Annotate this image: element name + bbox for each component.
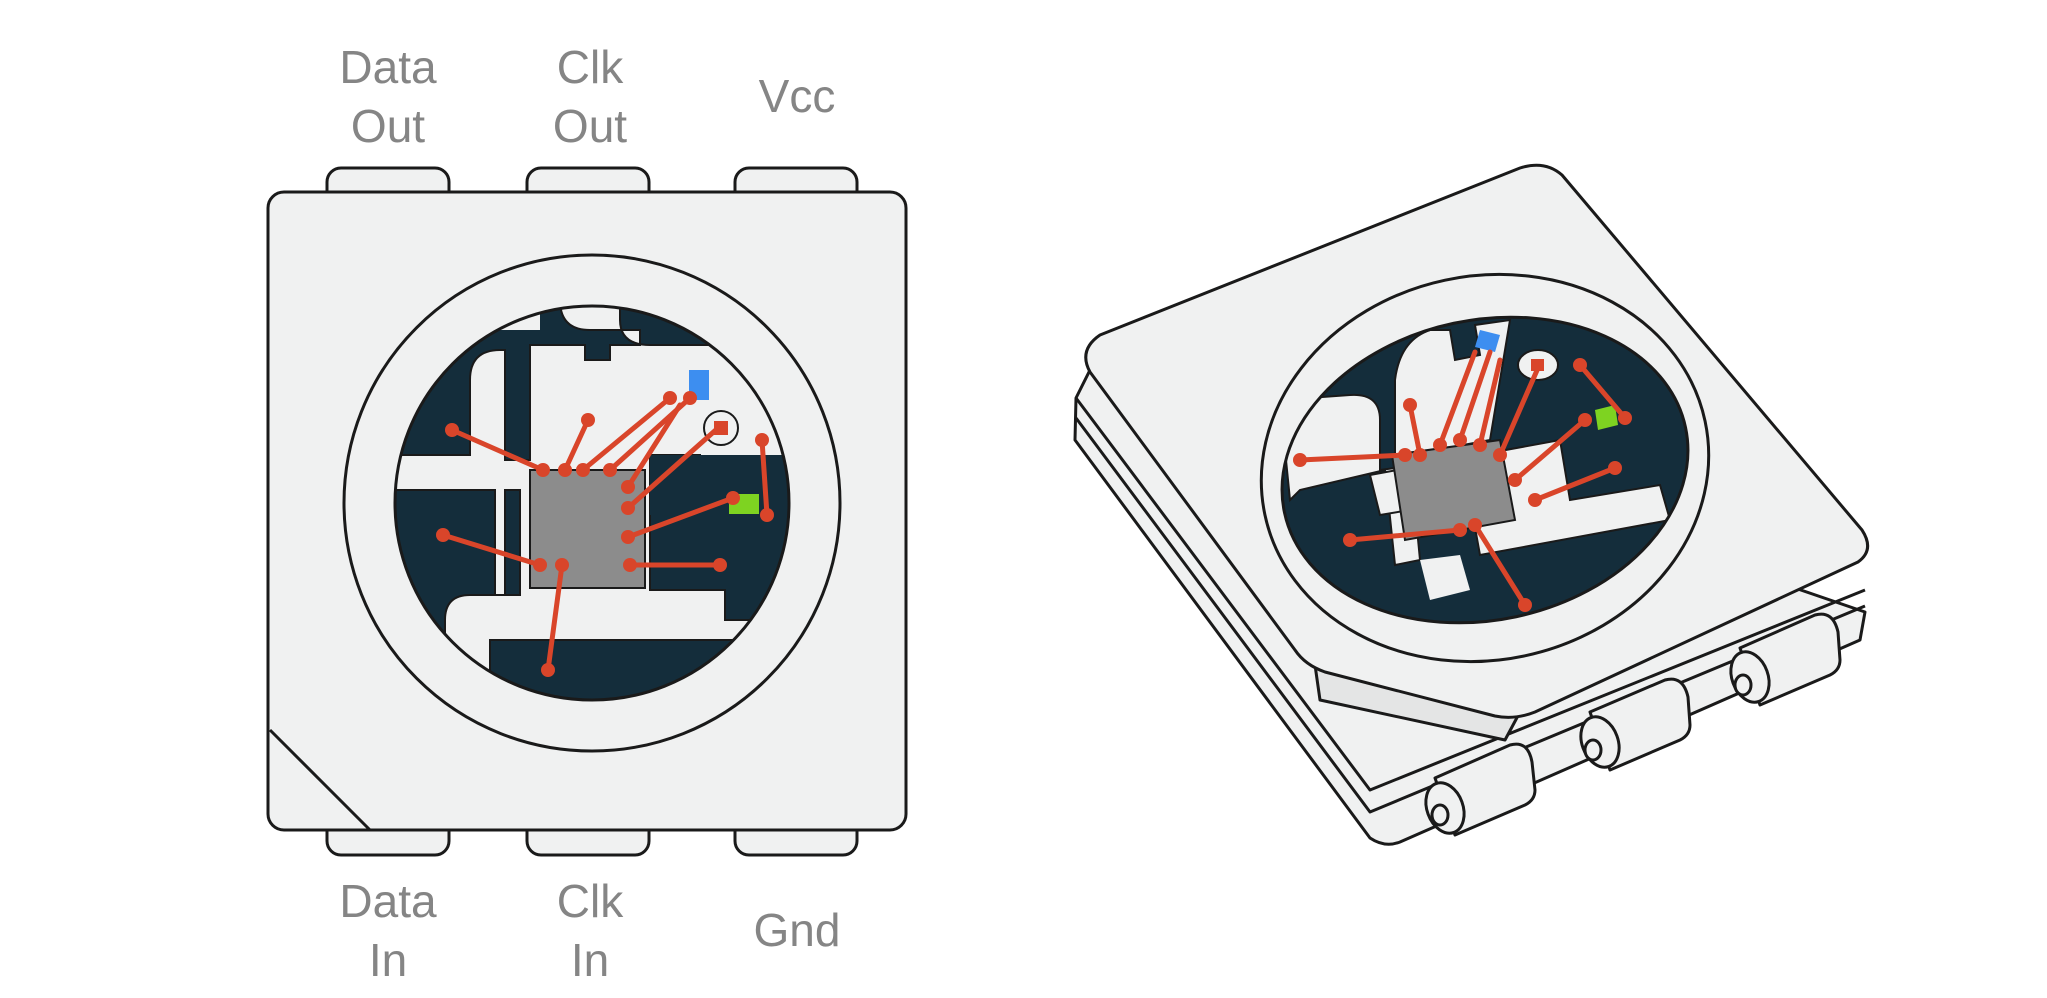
label-clk-in-2: In <box>571 934 609 986</box>
iso-lens-edge <box>1280 315 1690 625</box>
label-data-in: Data <box>339 875 437 927</box>
iso-pin-1 <box>1424 742 1537 837</box>
label-clk-out: Clk <box>557 41 624 93</box>
iso-blue-led-chip <box>1475 330 1500 352</box>
iso-pin-2 <box>1579 677 1692 772</box>
bond-wires-iso <box>1297 349 1628 608</box>
label-data-out: Data <box>339 41 437 93</box>
bond-wires-top <box>440 395 770 673</box>
iso-pins <box>1424 612 1842 837</box>
pin1-marker <box>268 728 372 832</box>
bond-pads-iso <box>1293 358 1632 612</box>
bond-pads-top <box>436 391 774 677</box>
label-clk-out-2: Out <box>553 100 627 152</box>
top-view-package <box>266 166 908 857</box>
label-gnd: Gnd <box>754 904 841 956</box>
label-clk-in: Clk <box>557 875 624 927</box>
label-data-out-2: Out <box>351 100 425 152</box>
label-vcc: Vcc <box>759 70 836 122</box>
iso-green-led-chip <box>1595 405 1618 430</box>
iso-view-package <box>1073 163 1870 846</box>
pin-labels: Data Out Clk Out Vcc Data In Clk In Gnd <box>339 41 840 986</box>
iso-pin-3 <box>1729 612 1842 707</box>
label-data-in-2: In <box>369 934 407 986</box>
lens-edge <box>393 304 791 702</box>
